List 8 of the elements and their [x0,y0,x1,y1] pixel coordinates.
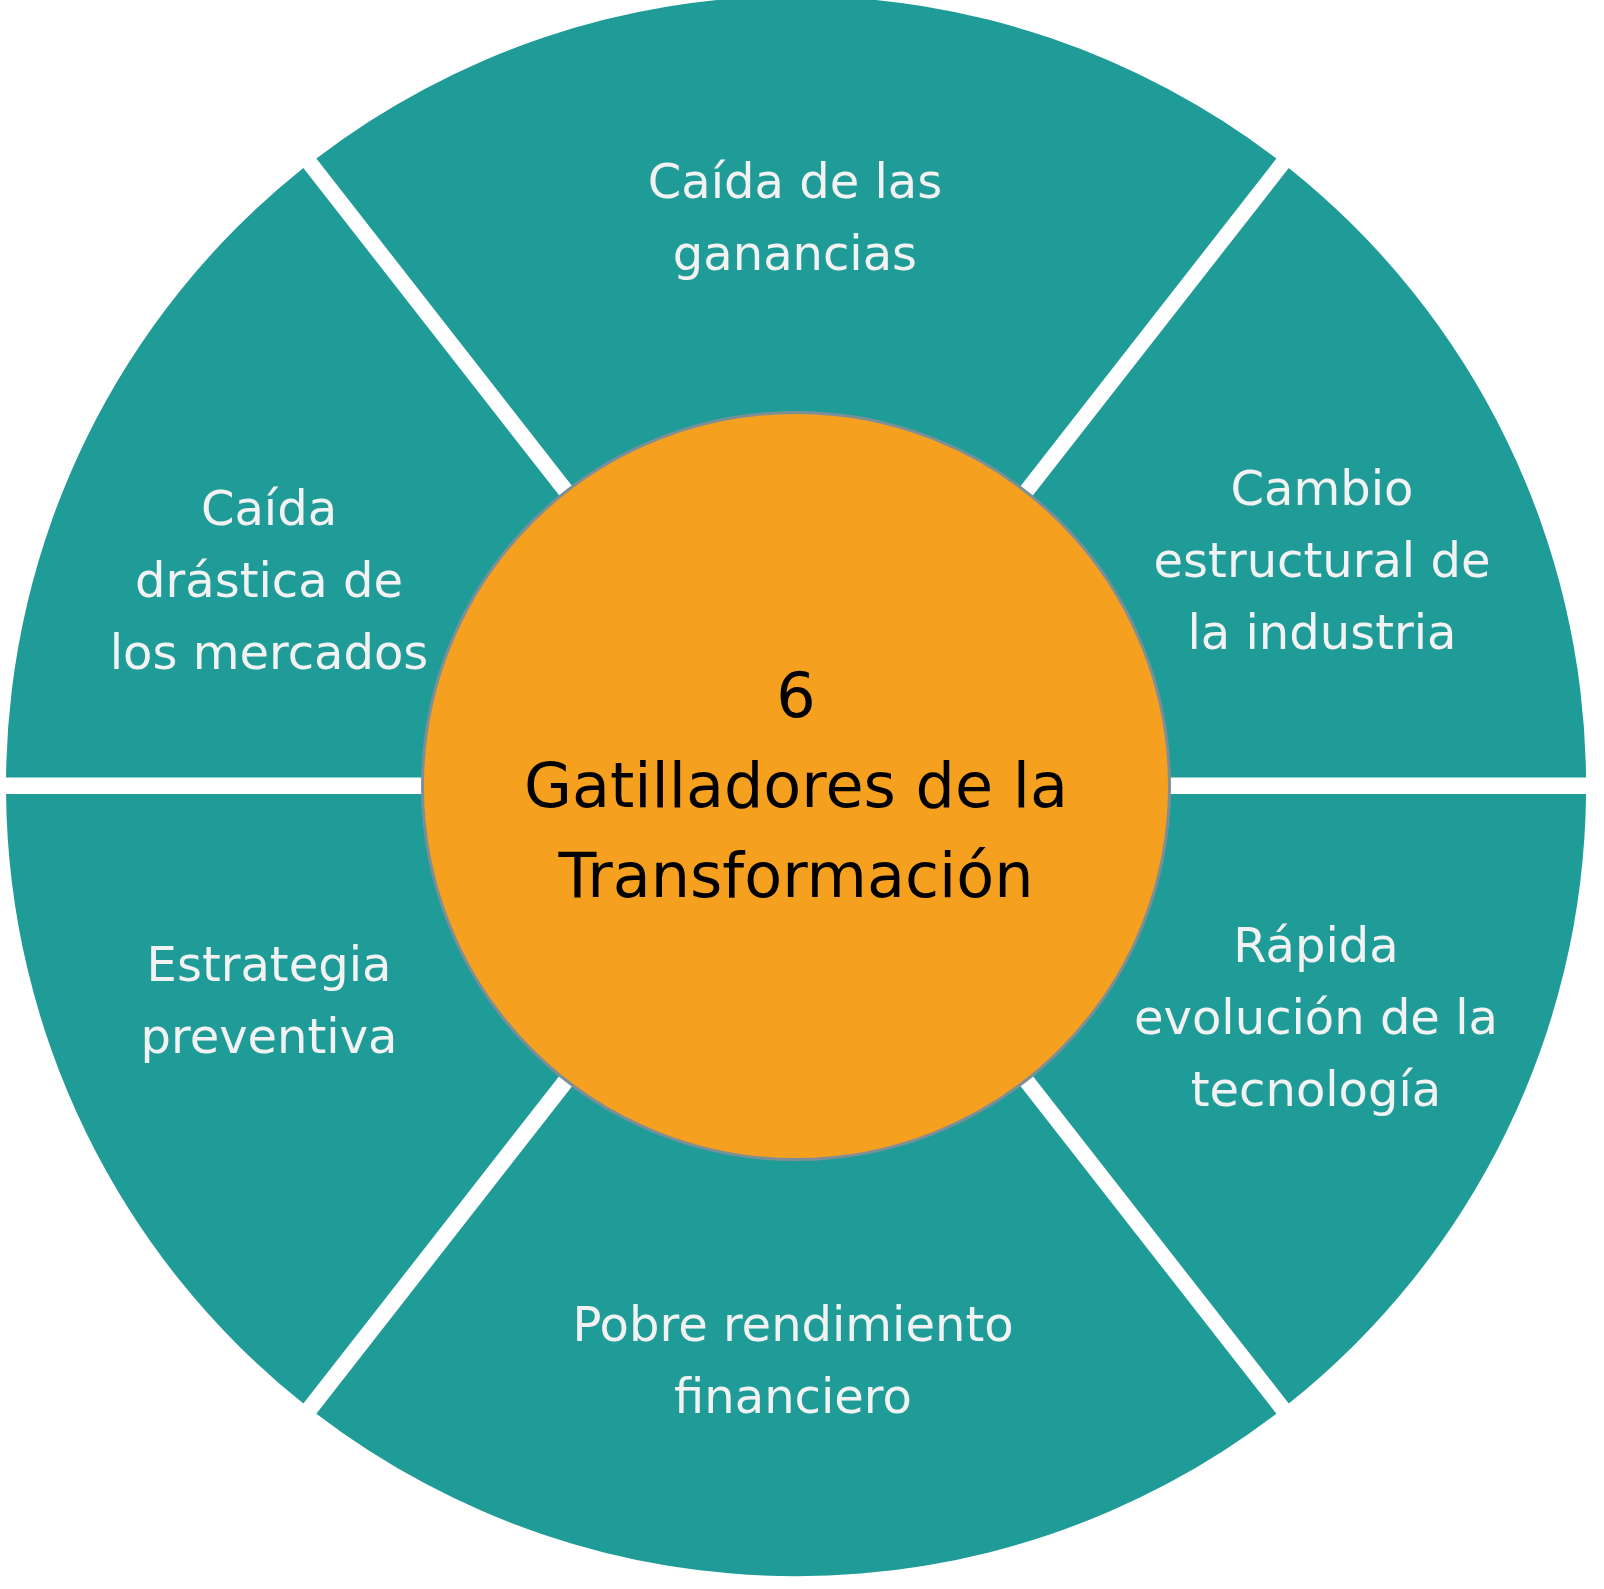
segment-label: Rápida evolución de la tecnología [1133,916,1499,1119]
segment-label: Caída de las ganancias [646,152,944,283]
segment-label: Cambio estructural de la industria [1152,459,1492,662]
segment-label: Estrategia preventiva [139,935,399,1066]
center-title: 6 [776,658,816,735]
segment-label: Caída drástica de los mercados [108,479,430,682]
segment-label: Pobre rendimiento financiero [571,1295,1015,1426]
center-title: Gatilladores de la Transformación [523,748,1069,914]
